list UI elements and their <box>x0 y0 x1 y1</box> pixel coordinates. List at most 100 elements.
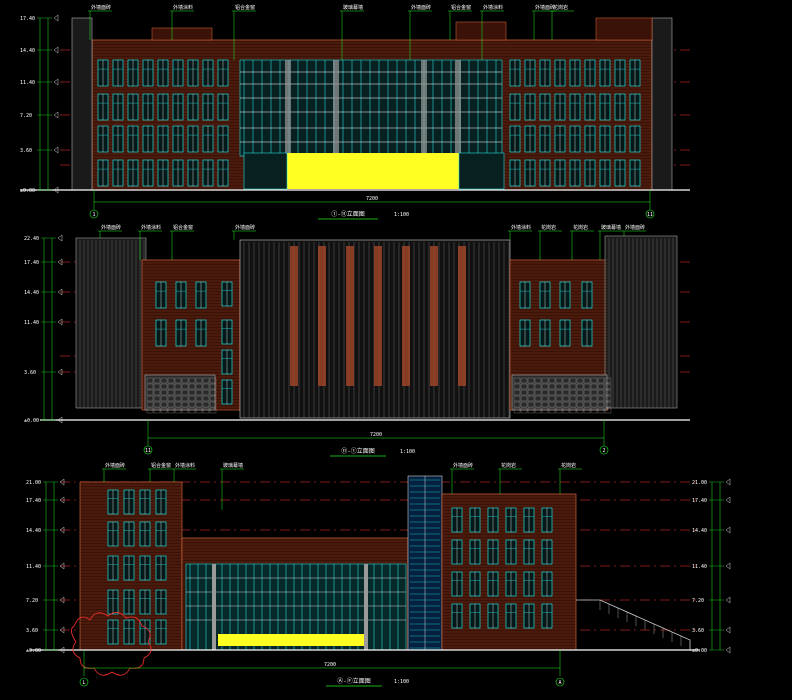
stone-block <box>541 407 549 414</box>
stone-block <box>590 407 598 414</box>
stone-block <box>590 377 598 384</box>
stone-block <box>153 383 161 390</box>
stone-block <box>548 407 556 414</box>
stone-block <box>597 383 605 390</box>
curtain-pier <box>455 60 461 156</box>
level-mark <box>59 562 65 570</box>
stone-block <box>604 401 612 408</box>
stone-block <box>167 383 175 390</box>
top-overall-dim-text: 7200 <box>366 196 378 202</box>
mid-stone-base-left <box>144 374 216 411</box>
bot-axis-bubble-left <box>79 677 89 687</box>
stone-block <box>188 401 196 408</box>
level-mark <box>725 496 731 504</box>
stone-block <box>583 401 591 408</box>
level-label: 17.40 <box>24 260 39 266</box>
stone-block <box>555 377 563 384</box>
top-material-callouts: 外墙面砖外墙涂料铝合金窗玻璃幕墙外墙面砖铝合金窗外墙涂料外墙面砖花岗岩 <box>88 4 574 60</box>
mid-view-title: ⑪-①立面图 <box>341 447 375 455</box>
stone-block <box>174 389 182 396</box>
stone-block <box>174 395 182 402</box>
stone-block <box>590 389 598 396</box>
stone-block <box>146 407 154 414</box>
stone-block <box>167 395 175 402</box>
top-axis-label-right: 11 <box>647 212 653 218</box>
stone-block <box>583 389 591 396</box>
top-view-scale: 1:100 <box>394 212 409 218</box>
callout-label: 玻璃幕墙 <box>601 224 621 231</box>
stone-block <box>583 383 591 390</box>
level-mark <box>53 146 59 154</box>
stone-block <box>153 389 161 396</box>
level-label: 3.60 <box>20 148 32 154</box>
stone-block <box>195 395 203 402</box>
stone-block <box>541 383 549 390</box>
stone-block <box>604 407 612 414</box>
level-mark <box>53 14 59 22</box>
stone-block <box>534 383 542 390</box>
level-label: 21.00 <box>692 480 707 486</box>
level-label: 14.40 <box>24 290 39 296</box>
stone-block <box>534 377 542 384</box>
stone-block <box>146 377 154 384</box>
stone-block <box>195 407 203 414</box>
stone-block <box>548 377 556 384</box>
stone-block <box>569 389 577 396</box>
mid-axis-bubble-right <box>599 445 609 455</box>
bot-axis-label-left: L <box>82 680 85 686</box>
callout-label: 外墙涂料 <box>173 4 193 11</box>
stone-block <box>541 395 549 402</box>
callout-label: 外墙面砖 <box>91 4 111 11</box>
level-mark <box>725 626 731 634</box>
brick-pier <box>402 246 410 386</box>
stone-block <box>202 377 210 384</box>
stone-block <box>513 401 521 408</box>
stone-block <box>569 407 577 414</box>
brick-pier <box>374 246 382 386</box>
bot-ramp-balusters <box>599 600 682 646</box>
level-label: 3.60 <box>26 628 38 634</box>
stone-block <box>604 383 612 390</box>
stone-block <box>181 395 189 402</box>
top-axis-bubble-left <box>89 209 99 219</box>
level-mark <box>53 111 59 119</box>
stone-block <box>520 389 528 396</box>
level-mark <box>59 478 65 486</box>
stone-block <box>604 389 612 396</box>
stone-block <box>202 407 210 414</box>
curtain-pier <box>421 60 427 156</box>
stone-block <box>513 377 521 384</box>
mid-left-block <box>75 237 147 409</box>
stone-block <box>160 383 168 390</box>
level-label: 14.40 <box>26 528 41 534</box>
mid-stone-pattern <box>146 377 612 414</box>
level-mark <box>725 596 731 604</box>
level-label: 17.40 <box>692 498 707 504</box>
stone-block <box>576 395 584 402</box>
level-label: 14.40 <box>692 528 707 534</box>
callout-label: 花岗岩 <box>561 462 576 469</box>
brick-pier <box>290 246 298 386</box>
level-mark <box>59 626 65 634</box>
callout-label: 外墙面砖 <box>625 224 645 231</box>
level-label: 11.40 <box>26 564 41 570</box>
stone-block <box>576 389 584 396</box>
callout-label: 外墙面砖 <box>411 4 431 11</box>
stone-block <box>209 377 217 384</box>
stone-block <box>195 383 203 390</box>
stone-block <box>188 383 196 390</box>
stone-block <box>541 389 549 396</box>
stone-block <box>590 395 598 402</box>
stone-block <box>527 377 535 384</box>
stone-block <box>597 377 605 384</box>
bot-material-callouts: 外墙面砖铝合金窗外墙涂料玻璃幕墙外墙面砖花岗岩花岗岩 <box>102 462 582 510</box>
level-label: 7.20 <box>20 113 32 119</box>
curtain-pier <box>364 564 368 650</box>
top-curtain-wall-mullions <box>240 60 502 156</box>
stone-block <box>209 383 217 390</box>
stone-block <box>153 377 161 384</box>
stone-block <box>160 377 168 384</box>
stone-block <box>555 395 563 402</box>
callout-label: 外墙面砖 <box>453 462 473 469</box>
stone-block <box>520 401 528 408</box>
